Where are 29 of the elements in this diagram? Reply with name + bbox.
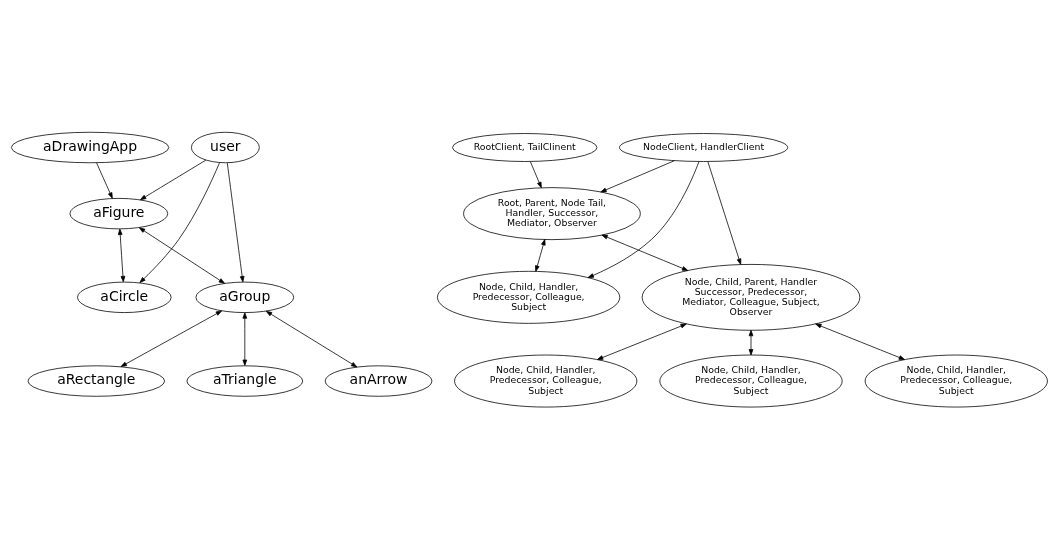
- arrow: [265, 310, 358, 367]
- arrow: [96, 162, 113, 199]
- arrow: [587, 160, 700, 278]
- arrow: [226, 162, 245, 282]
- arrow: [535, 238, 546, 272]
- arrow: [597, 323, 687, 360]
- node-ellipse: aCircle: [77, 281, 172, 313]
- node-ellipse: NodeClient, HandlerClient: [619, 132, 789, 162]
- node-ellipse: aFigure: [69, 197, 169, 229]
- arrow: [120, 310, 222, 367]
- arrow: [117, 228, 126, 282]
- node-ellipse: anArrow: [324, 364, 433, 397]
- node-ellipse: aDrawingApp: [10, 131, 170, 163]
- node-ellipse: aRectangle: [27, 364, 165, 397]
- node-ellipse: user: [191, 131, 260, 163]
- arrow: [707, 160, 742, 265]
- arrow: [815, 323, 905, 360]
- arrow: [242, 311, 248, 366]
- arrow: [138, 226, 225, 284]
- node-ellipse: RootClient, TailClinent: [452, 132, 598, 162]
- arrow: [139, 162, 220, 283]
- node-ellipse: Node, Child, Handler, Predecessor, Colleague, Subject: [659, 354, 843, 407]
- arrow: [748, 329, 754, 355]
- arrow: [600, 159, 675, 192]
- arrow: [140, 159, 207, 200]
- arrow: [601, 234, 689, 271]
- node-ellipse: aGroup: [195, 281, 295, 313]
- arrow: [530, 160, 542, 188]
- node-ellipse: aTriangle: [186, 364, 304, 397]
